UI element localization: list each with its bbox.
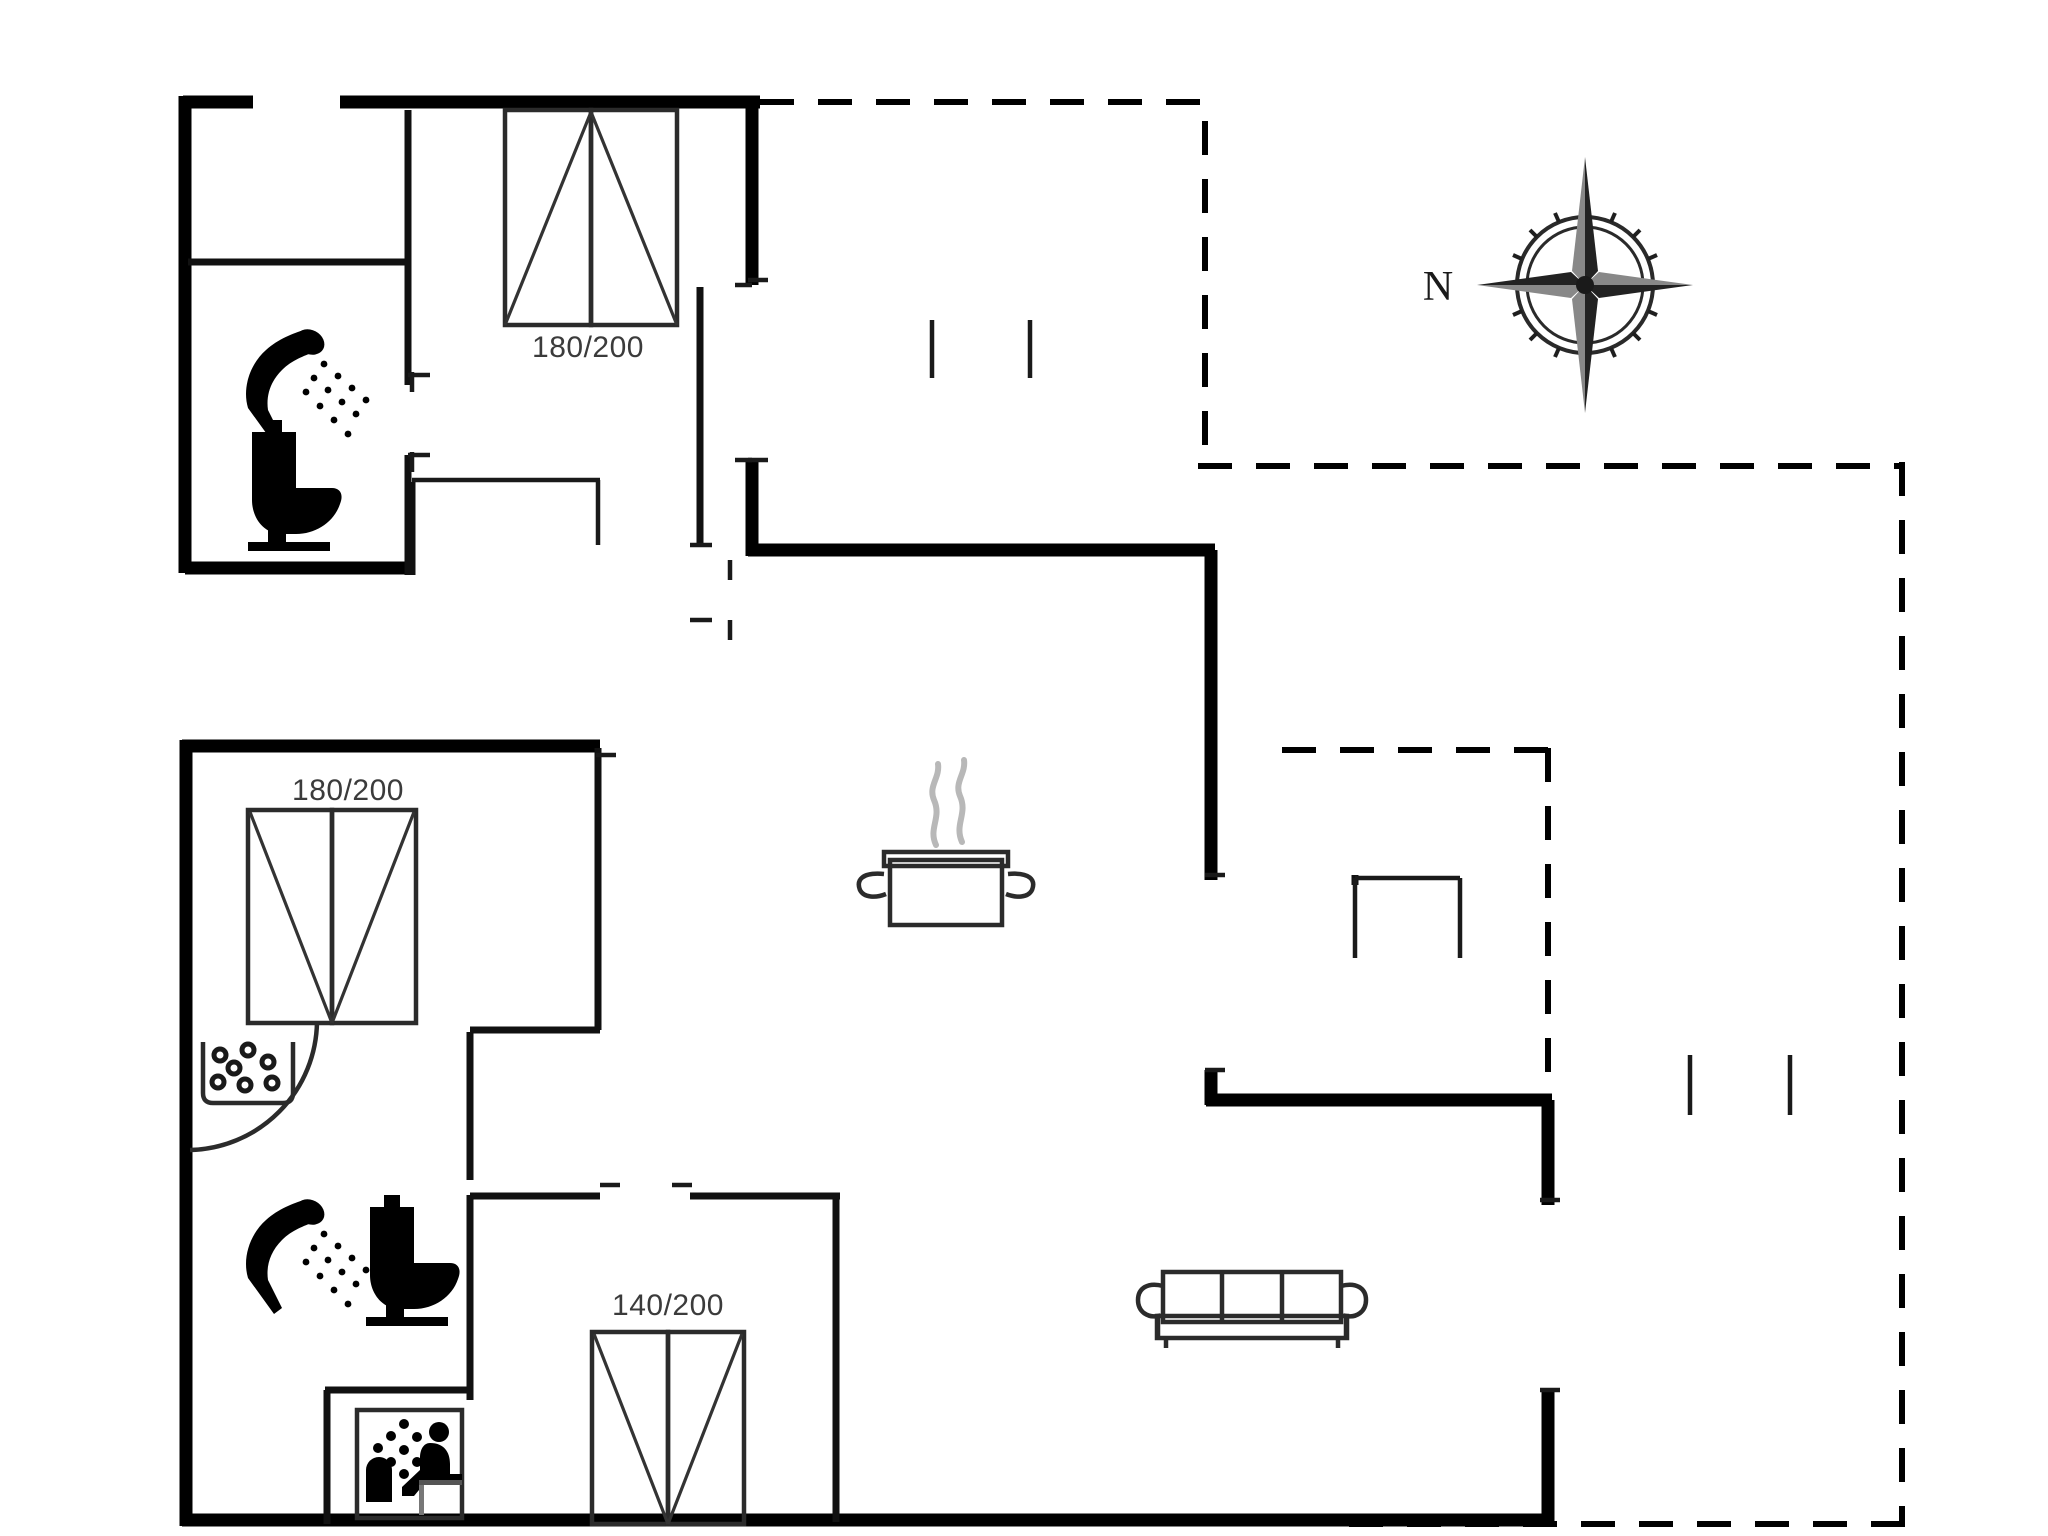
door-jamb-ticks [409,277,1560,1393]
toilet-icon [248,420,342,551]
bed-upper-bedroom [502,107,680,328]
bed-lower-dimension-label: 140/200 [612,1289,724,1322]
sauna-icon [354,1407,465,1521]
window-marks [929,320,1793,1115]
door-swing-arc [189,1021,320,1153]
bed-left-dimension-label: 180/200 [292,774,404,807]
exterior-walls [178,95,1555,1527]
interior-walls [188,110,1463,1524]
cooking-pot-icon [856,757,1036,928]
bed-lower-bedroom [589,1329,747,1527]
compass-north-label: N [1423,264,1453,310]
sofa-icon [1135,1269,1369,1348]
compass-rose-icon [1477,157,1693,413]
shower-icon [246,329,370,444]
bed-left-bedroom [245,807,419,1026]
bed-upper-dimension-label: 180/200 [532,331,644,364]
toilet-icon [366,1195,460,1326]
shower-icon [246,1199,370,1314]
